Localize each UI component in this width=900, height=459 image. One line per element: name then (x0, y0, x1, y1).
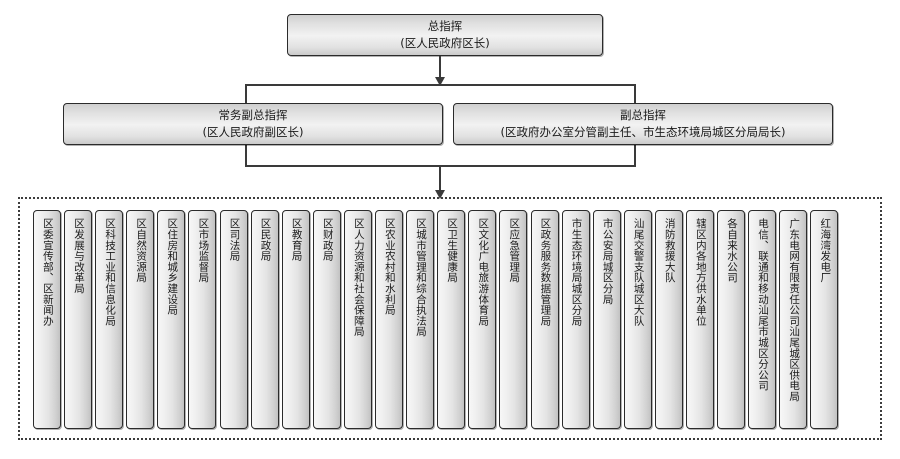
node-member-unit-label: 区民政局 (259, 218, 272, 262)
node-member-unit[interactable]: 区委宣传部、区新闻办 (33, 210, 61, 429)
node-member-unit-label: 区发展与改革局 (72, 218, 85, 294)
node-member-unit[interactable]: 区发展与改革局 (64, 210, 93, 429)
node-member-unit[interactable]: 区人力资源和社会保障局 (343, 210, 372, 429)
node-member-unit-label: 区自然资源局 (135, 218, 148, 283)
node-chief-commander-detail: (区人民政府区长) (400, 36, 490, 50)
node-member-unit[interactable]: 区市场监督局 (188, 210, 217, 429)
node-member-unit-label: 市公安局城区分局 (601, 218, 614, 305)
node-executive-deputy-commander-role: 常务副总指挥 (218, 108, 288, 123)
node-member-unit[interactable]: 汕尾交警支队城区大队 (623, 210, 652, 429)
node-member-unit-label: 汕尾交警支队城区大队 (632, 218, 645, 326)
node-member-unit[interactable]: 区财政局 (312, 210, 341, 429)
node-member-unit-label: 区人力资源和社会保障局 (352, 218, 365, 337)
node-member-unit[interactable]: 区住房和城乡建设局 (157, 210, 186, 429)
node-member-unit[interactable]: 市生态环境局城区分局 (561, 210, 590, 429)
node-member-unit[interactable]: 区农业农村和水利局 (375, 210, 404, 429)
node-deputy-commander-role: 副总指挥 (619, 108, 666, 123)
node-member-unit-label: 区农业农村和水利局 (383, 218, 396, 316)
node-member-unit-label: 区文化广电旅游体育局 (477, 218, 490, 326)
arrow-chief-to-deputies-icon (435, 77, 445, 86)
node-member-unit[interactable]: 市公安局城区分局 (592, 210, 621, 429)
node-member-unit-label: 区司法局 (228, 218, 241, 262)
node-member-unit[interactable]: 广东电网有限责任公司汕尾城区供电局 (779, 210, 808, 429)
node-member-unit-label: 市生态环境局城区分局 (570, 218, 583, 326)
member-units-row: 区委宣传部、区新闻办 区发展与改革局 区科技工业和信息化局 区自然资源局 区住房和城乡建… (33, 210, 875, 429)
node-member-unit-label: 区城市管理和综合执法局 (415, 218, 427, 337)
node-member-unit-label: 区应急管理局 (508, 218, 521, 283)
node-deputy-commander-text: 副总指挥 (区政府办公室分管副主任、市生态环境局城区分局局长) (501, 107, 786, 140)
node-member-unit[interactable]: 各自来水公司 (717, 210, 746, 429)
member-units-group: 区委宣传部、区新闻办 区发展与改革局 区科技工业和信息化局 区自然资源局 区住房和城乡建… (18, 197, 882, 440)
node-member-unit[interactable]: 区文化广电旅游体育局 (468, 210, 497, 429)
node-deputy-commander[interactable]: 副总指挥 (区政府办公室分管副主任、市生态环境局城区分局局长) (453, 103, 833, 145)
node-member-unit[interactable]: 电信、联通和移动汕尾市城区分公司 (748, 210, 777, 429)
node-chief-commander-text: 总指挥 (区人民政府区长) (400, 18, 489, 51)
node-executive-deputy-commander-text: 常务副总指挥 (区人民政府副区长) (203, 107, 304, 140)
node-member-unit-label: 广东电网有限责任公司汕尾城区供电局 (788, 218, 801, 402)
node-member-unit[interactable]: 区自然资源局 (126, 210, 155, 429)
arrow-deputies-to-units-icon (435, 190, 445, 199)
node-chief-commander-role: 总指挥 (427, 19, 463, 34)
node-member-unit-label: 各自来水公司 (725, 218, 738, 283)
node-member-unit-label: 区科技工业和信息化局 (104, 218, 117, 326)
node-member-unit-label: 区住房和城乡建设局 (166, 218, 179, 316)
node-member-unit[interactable]: 消防救援大队 (654, 210, 683, 429)
node-executive-deputy-commander[interactable]: 常务副总指挥 (区人民政府副区长) (63, 103, 443, 145)
node-member-unit[interactable]: 区科技工业和信息化局 (95, 210, 124, 429)
node-member-unit-label: 区财政局 (321, 218, 334, 262)
node-member-unit-label: 电信、联通和移动汕尾市城区分公司 (757, 218, 770, 391)
node-member-unit[interactable]: 区民政局 (250, 210, 279, 429)
connector-chief-stem (439, 56, 441, 78)
node-member-unit[interactable]: 红海湾发电厂 (810, 210, 839, 429)
node-member-unit[interactable]: 区应急管理局 (499, 210, 528, 429)
node-member-unit-label: 消防救援大队 (663, 218, 676, 283)
node-member-unit-label: 区政务服务数据管理局 (539, 218, 552, 326)
node-member-unit[interactable]: 区教育局 (281, 210, 310, 429)
node-member-unit[interactable]: 区政务服务数据管理局 (530, 210, 559, 429)
node-deputy-commander-detail: (区政府办公室分管副主任、市生态环境局城区分局局长) (500, 125, 786, 139)
node-chief-commander[interactable]: 总指挥 (区人民政府区长) (287, 14, 603, 56)
node-member-unit-label: 区教育局 (290, 218, 303, 262)
node-member-unit[interactable]: 区卫生健康局 (437, 210, 466, 429)
node-member-unit-label: 区委宣传部、区新闻办 (41, 218, 54, 326)
node-member-unit-label: 区卫生健康局 (446, 218, 459, 283)
node-member-unit-label: 红海湾发电厂 (819, 218, 832, 283)
node-member-unit[interactable]: 辖区内各地方供水单位 (685, 210, 714, 429)
connector-bracket-top (245, 84, 636, 86)
node-member-unit[interactable]: 区司法局 (219, 210, 248, 429)
node-executive-deputy-commander-detail: (区人民政府副区长) (202, 125, 304, 139)
node-member-unit[interactable]: 区城市管理和综合执法局 (406, 210, 435, 429)
node-member-unit-label: 辖区内各地方供水单位 (694, 218, 707, 326)
connector-deputies-stem (439, 165, 441, 191)
node-member-unit-label: 区市场监督局 (197, 218, 210, 283)
